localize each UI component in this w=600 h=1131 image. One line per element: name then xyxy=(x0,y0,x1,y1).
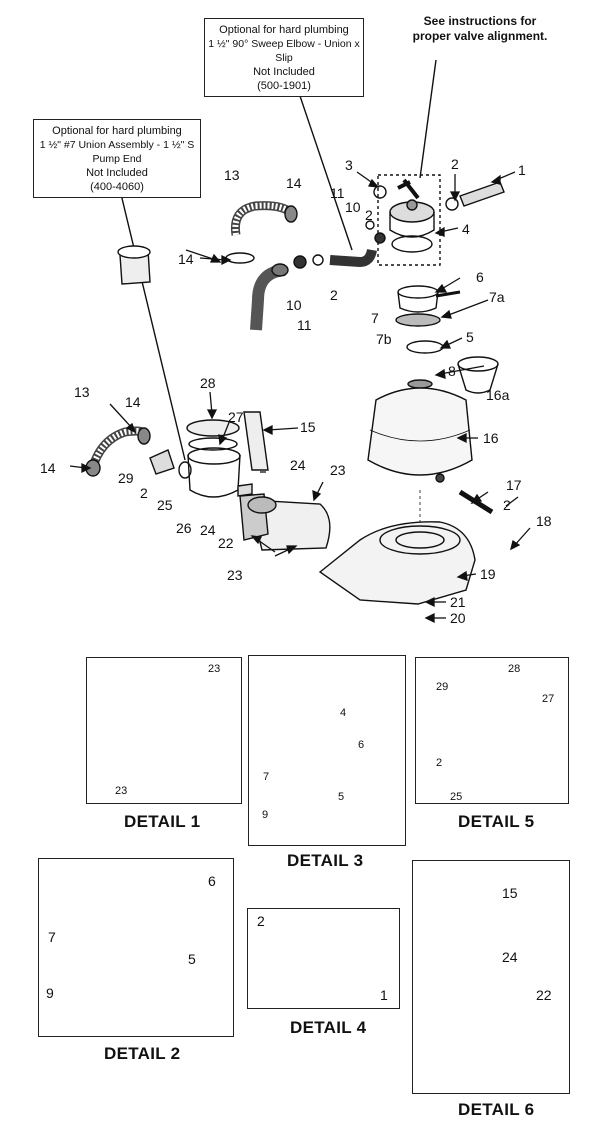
part-label: 19 xyxy=(480,566,496,582)
part-label: 29 xyxy=(118,470,134,486)
part-label: 7 xyxy=(48,929,56,945)
part-label: 11 xyxy=(330,185,345,201)
part-label: 2 xyxy=(503,497,511,513)
part-label: 9 xyxy=(46,985,54,1001)
part-label: 22 xyxy=(218,535,234,551)
detail-1-title: DETAIL 1 xyxy=(124,812,201,831)
detail-2-panel xyxy=(38,858,234,1037)
part-label: 3 xyxy=(345,157,353,173)
part-label: 13 xyxy=(74,384,90,400)
part-label: 6 xyxy=(476,269,484,285)
leader-line xyxy=(419,59,437,179)
part-label: 17 xyxy=(506,477,522,493)
part-label: 4 xyxy=(340,707,347,719)
valve-alignment-note: See instructions for proper valve alignm… xyxy=(412,14,548,43)
detail-6-title: DETAIL 6 xyxy=(458,1100,535,1119)
part-label: 7 xyxy=(263,771,270,783)
detail-5-panel xyxy=(415,657,569,804)
callout-sweep-elbow: Optional for hard plumbing 1 ½" 90° Swee… xyxy=(204,18,364,97)
part-label: 24 xyxy=(290,457,306,473)
part-label: 7b xyxy=(376,331,392,347)
part-label: 28 xyxy=(200,375,216,391)
part-label: 25 xyxy=(157,497,173,513)
part-label: 14 xyxy=(286,175,302,191)
part-label: 1 xyxy=(380,987,388,1003)
callout-union-assembly: Optional for hard plumbing 1 ½" #7 Union… xyxy=(33,119,201,198)
part-label: 14 xyxy=(178,251,194,267)
part-label: 16a xyxy=(486,387,510,403)
part-label: 6 xyxy=(208,873,216,889)
part-label: 23 xyxy=(115,785,128,797)
part-label: 27 xyxy=(542,693,555,705)
part-label: 18 xyxy=(536,513,552,529)
part-label: 10 xyxy=(286,297,302,313)
part-label: 8 xyxy=(448,363,456,379)
leader-line xyxy=(299,95,353,251)
part-label: 23 xyxy=(208,663,221,675)
part-label: 5 xyxy=(466,329,474,345)
part-label: 6 xyxy=(358,739,365,751)
part-label: 28 xyxy=(508,663,521,675)
detail-2-title: DETAIL 2 xyxy=(104,1044,181,1063)
part-label: 2 xyxy=(330,287,338,303)
part-label: 26 xyxy=(176,520,192,536)
part-label: 16 xyxy=(483,430,499,446)
detail-6-panel xyxy=(412,860,570,1094)
part-label: 5 xyxy=(188,951,196,967)
detail-1-panel xyxy=(86,657,242,804)
part-label: 27 xyxy=(228,409,244,425)
part-label: 5 xyxy=(338,791,345,803)
part-label: 2 xyxy=(365,207,373,223)
part-label: 1 xyxy=(518,162,526,178)
part-label: 29 xyxy=(436,681,449,693)
part-label: 25 xyxy=(450,791,463,803)
detail-3-title: DETAIL 3 xyxy=(287,851,364,870)
detail-5-title: DETAIL 5 xyxy=(458,812,535,831)
part-label: 4 xyxy=(462,221,470,237)
part-label: 15 xyxy=(300,419,316,435)
leader-line xyxy=(119,189,186,461)
part-label: 24 xyxy=(200,522,216,538)
part-label: 7 xyxy=(371,310,379,326)
part-label: 14 xyxy=(125,394,141,410)
detail-4-panel xyxy=(247,908,400,1009)
part-label: 10 xyxy=(345,199,361,215)
detail-4-title: DETAIL 4 xyxy=(290,1018,367,1037)
part-label: 23 xyxy=(227,567,243,583)
part-label: 15 xyxy=(502,885,518,901)
part-label: 11 xyxy=(297,317,312,333)
part-label: 2 xyxy=(140,485,148,501)
part-label: 7a xyxy=(489,289,505,305)
part-label: 2 xyxy=(257,913,265,929)
part-label: 14 xyxy=(40,460,56,476)
detail-3-panel xyxy=(248,655,406,846)
part-label: 21 xyxy=(450,594,466,610)
part-label: 2 xyxy=(451,156,459,172)
part-label: 13 xyxy=(224,167,240,183)
part-label: 9 xyxy=(262,809,269,821)
part-label: 23 xyxy=(330,462,346,478)
part-label: 20 xyxy=(450,610,466,626)
part-label: 2 xyxy=(436,757,443,769)
part-label: 22 xyxy=(536,987,552,1003)
part-label: 24 xyxy=(502,949,518,965)
